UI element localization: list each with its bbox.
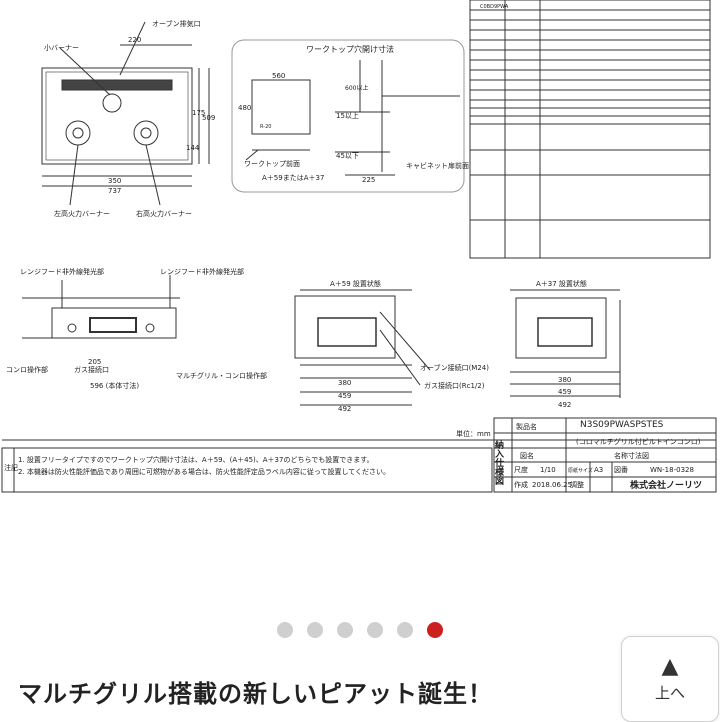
dim-492-b: 492	[558, 401, 571, 409]
label-oven-exhaust: オーブン排気口	[152, 19, 201, 28]
carousel-dot[interactable]	[367, 622, 383, 638]
unit-mm: 単位：mm	[456, 429, 491, 438]
notes-frame	[1, 447, 493, 493]
dim-737: 737	[108, 187, 121, 195]
tb-drawing-name: 名称寸法図	[614, 451, 649, 460]
tb-scale: 1/10	[540, 466, 556, 474]
dim-175: 175	[192, 109, 205, 117]
carousel-dot[interactable]	[397, 622, 413, 638]
dim-380-b: 380	[558, 376, 571, 384]
spec-model: C0BD9PWA	[480, 4, 509, 10]
label-small-burner: 小バーナー	[44, 43, 79, 52]
carousel-dot[interactable]	[277, 622, 293, 638]
carousel-dot[interactable]	[307, 622, 323, 638]
label-left-burner: 左高火力バーナー	[54, 209, 110, 218]
tb-dwg-label: 図番	[614, 466, 628, 474]
dim-15: 15以上	[336, 111, 359, 120]
tb-model-desc: (コロマルチグリル付ビルトインコンロ)	[576, 437, 701, 446]
tb-drawing-label: 図名	[520, 451, 534, 460]
back-to-top-button[interactable]: ▲ 上へ	[621, 636, 719, 722]
page-headline: マルチグリル搭載の新しいピアット誕生！	[18, 680, 493, 708]
dim-509: 509	[202, 114, 215, 122]
carousel-dot[interactable]	[337, 622, 353, 638]
worktop-front: ワークトップ前面	[244, 159, 300, 168]
a-formula: A＋59またはA＋37	[262, 174, 324, 182]
title-block	[493, 417, 717, 493]
cutout-480: 480	[238, 104, 251, 112]
dim-45: 45以下	[336, 152, 359, 160]
tb-date-label: 作成	[514, 480, 528, 489]
carousel-indicator	[0, 620, 720, 640]
dim-459: 459	[338, 392, 351, 400]
tb-company: 株式会社ノーリツ	[630, 479, 702, 491]
cutout-frame	[231, 39, 465, 193]
tb-scale-label: 尺度	[514, 465, 528, 474]
drawing-canvas: オーブン排気口 小バーナー 220 350 737 509 175 144 左高…	[1, 0, 717, 493]
dim-596: 596 (本体寸法)	[90, 381, 139, 390]
dim-144: 144	[186, 144, 200, 152]
note-1: 1. 設置フリータイプですのでワークトップ穴開け寸法は、A＋59、(A＋45)、…	[18, 455, 374, 464]
dim-205: 205	[88, 358, 101, 366]
label-right-burner: 右高火力バーナー	[136, 209, 192, 218]
cutout-title: ワークトップ穴開け寸法	[306, 44, 394, 54]
arrow-up-icon: ▲	[661, 653, 679, 679]
gas-inlet-rc: ガス接続口(Rc1/2)	[424, 381, 485, 390]
back-to-top-label: 上へ	[654, 683, 685, 702]
tb-product-label: 製品名	[516, 422, 537, 431]
tb-date: 2018.06.25	[532, 481, 572, 489]
cutout-560: 560	[272, 72, 285, 80]
tb-dwg-no: WN-18-0328	[650, 466, 694, 474]
install-a37: A＋37 設置状態	[536, 279, 587, 288]
note-2: 2. 本機器は防火性能評価品であり周囲に可燃物がある場合は、防火性能評定品ラベル…	[18, 467, 390, 476]
carousel-dot-active[interactable]	[427, 622, 443, 638]
dim-492: 492	[338, 405, 351, 413]
dim-600: 600以上	[345, 84, 368, 92]
tb-paper-label: 原紙サイズ	[568, 467, 593, 474]
technical-drawing: オーブン排気口 小バーナー 220 350 737 509 175 144 左高…	[1, 0, 717, 493]
range-hood-left: レンジフード非外線発光部	[20, 267, 104, 276]
spec-table	[469, 0, 711, 259]
stove-top-view	[41, 67, 193, 165]
tb-model: N3S09PWASPSTES	[580, 420, 664, 430]
tb-paper: A3	[594, 466, 603, 474]
dim-350: 350	[108, 177, 121, 185]
cutout-r: R-20	[260, 124, 271, 130]
dim-459-b: 459	[558, 388, 571, 396]
dim-225: 225	[362, 176, 375, 184]
oven-exhaust-m24: オーブン接続口(M24)	[420, 363, 489, 372]
install-a59: A＋59 設置状態	[330, 279, 381, 288]
range-hood-right: レンジフード非外線発光部	[160, 267, 244, 276]
tb-col1: 納入仕様図	[493, 439, 505, 486]
notes-head: 注記	[4, 463, 18, 472]
stove-ops: コンロ操作部	[6, 365, 48, 374]
dim-220: 220	[128, 36, 141, 44]
dim-380: 380	[338, 379, 351, 387]
cabinet-front: キャビネット扉前面	[406, 161, 469, 170]
tb-check-label: 調整	[570, 480, 584, 489]
gas-inlet: ガス接続口	[74, 365, 109, 374]
grill-ops: マルチグリル・コンロ操作部	[176, 371, 267, 380]
